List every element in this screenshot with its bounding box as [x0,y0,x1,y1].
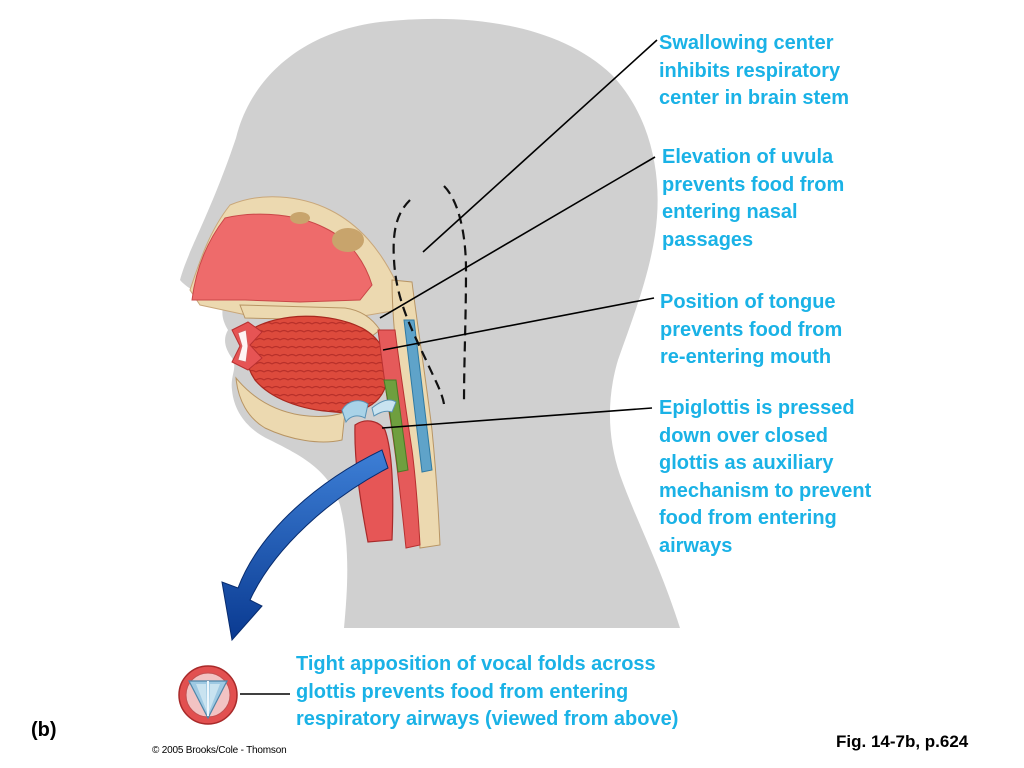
copyright-notice: © 2005 Brooks/Cole - Thomson [152,745,287,756]
dashed-path-left [392,199,446,405]
larynx-cartilage [341,400,369,424]
zoom-arrow [221,449,389,642]
head-silhouette [180,18,680,629]
callout-swallowing-center: Swallowing center inhibits respiratory c… [659,32,850,109]
epiglottis [371,399,397,417]
leader-tongue [382,297,655,351]
leader-swallowing-center [422,39,658,253]
teeth [237,329,249,363]
figure-part-label: (b) [31,719,57,741]
jaw [235,376,346,443]
nasal-cavity [191,213,373,303]
leader-epiglottis [381,407,653,429]
figure-reference: Fig. 14-7b, p.624 [836,732,969,751]
leader-uvula [379,156,656,319]
spinal-cord [403,319,433,473]
callout-epiglottis: Epiglottis is pressed down over closed g… [659,397,872,557]
glottis-top-view [178,665,238,725]
dashed-path-right [443,185,468,405]
callout-uvula: Elevation of uvula prevents food from en… [662,146,845,251]
callout-tongue: Position of tongue prevents food from re… [660,291,843,368]
tongue [244,315,389,414]
sinus-sphenoid [290,212,310,224]
callout-vocal-folds: Tight apposition of vocal folds across g… [296,653,679,730]
sinus [332,228,364,252]
